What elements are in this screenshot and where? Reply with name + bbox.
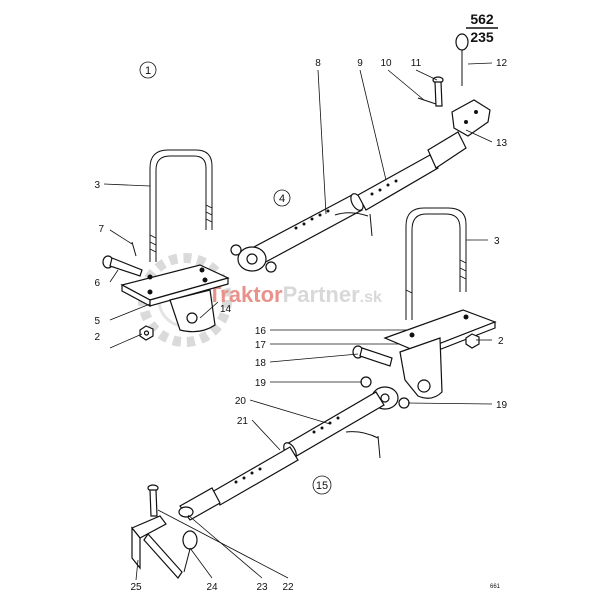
tube-8 bbox=[251, 193, 364, 265]
svg-text:15: 15 bbox=[316, 480, 328, 492]
callout-2-right: 2 bbox=[498, 336, 504, 347]
callout-3-right: 3 bbox=[494, 236, 500, 247]
bolt-18 bbox=[352, 345, 393, 367]
page-number-top: 562 bbox=[470, 11, 494, 27]
tube-9 bbox=[357, 131, 467, 211]
watermark-text: TraktorPartner.sk bbox=[208, 282, 382, 307]
nut-right bbox=[465, 333, 480, 349]
bracket-right bbox=[399, 337, 443, 399]
callout-2-left: 2 bbox=[94, 332, 100, 343]
washer-upper-b bbox=[265, 261, 277, 273]
callout-7: 7 bbox=[98, 224, 104, 235]
callout-12: 12 bbox=[496, 58, 508, 69]
footer-code: 661 bbox=[490, 584, 501, 590]
rod-end-upper bbox=[237, 246, 267, 272]
callout-17: 17 bbox=[255, 340, 267, 351]
clip-upper bbox=[334, 212, 373, 237]
svg-text:4: 4 bbox=[279, 193, 285, 205]
u-bolt-left bbox=[149, 149, 213, 262]
clip-lower bbox=[345, 431, 381, 459]
callout-16: 16 bbox=[255, 326, 267, 337]
callout-10: 10 bbox=[380, 58, 392, 69]
callout-3-left: 3 bbox=[94, 180, 100, 191]
bracket-left bbox=[169, 289, 216, 333]
callout-13: 13 bbox=[496, 138, 508, 149]
clevis-13 bbox=[451, 99, 491, 137]
clevis-bracket-25 bbox=[131, 515, 183, 579]
pin-10 bbox=[417, 97, 437, 105]
callout-18: 18 bbox=[255, 358, 267, 369]
washer-19a bbox=[360, 376, 372, 388]
group-label-15: 15 bbox=[312, 475, 332, 495]
callout-24: 24 bbox=[206, 582, 218, 593]
tube-21 bbox=[178, 446, 299, 521]
callout-5: 5 bbox=[94, 316, 100, 327]
washer-19b bbox=[398, 397, 410, 409]
callout-14: 14 bbox=[220, 304, 232, 315]
callout-8: 8 bbox=[315, 58, 321, 69]
linch-pin-24 bbox=[182, 530, 198, 573]
callout-20: 20 bbox=[235, 396, 247, 407]
leader-lines bbox=[103, 62, 493, 581]
callout-19-right: 19 bbox=[496, 400, 508, 411]
watermark-tld: .sk bbox=[360, 289, 382, 306]
group-label-4: 4 bbox=[273, 189, 291, 207]
group-label-1: 1 bbox=[139, 61, 157, 79]
tube-20 bbox=[283, 391, 385, 460]
pin-7 bbox=[131, 241, 137, 257]
bolt-11 bbox=[432, 76, 444, 107]
linch-pin-12 bbox=[455, 33, 469, 86]
page-number-bottom: 235 bbox=[470, 29, 494, 45]
watermark-brand-b: Partner bbox=[283, 282, 360, 307]
washer-upper-a bbox=[230, 244, 242, 256]
svg-text:1: 1 bbox=[145, 65, 151, 77]
mount-plate-left bbox=[120, 264, 230, 308]
callout-9: 9 bbox=[357, 58, 363, 69]
callout-21: 21 bbox=[237, 416, 249, 427]
nut-left bbox=[139, 325, 154, 341]
part-callouts: 2 2 3 3 5 6 7 8 9 10 11 12 13 14 16 17 1… bbox=[94, 58, 507, 593]
callout-22: 22 bbox=[282, 582, 294, 593]
callout-23: 23 bbox=[256, 582, 268, 593]
page-number: 562 235 bbox=[466, 11, 498, 45]
u-bolt-right bbox=[405, 207, 467, 320]
bolt-22 bbox=[147, 484, 159, 517]
callout-25: 25 bbox=[130, 582, 142, 593]
callout-11: 11 bbox=[411, 58, 422, 69]
callout-6: 6 bbox=[94, 278, 100, 289]
callout-19-left: 19 bbox=[255, 378, 267, 389]
bolt-6 bbox=[102, 255, 143, 277]
